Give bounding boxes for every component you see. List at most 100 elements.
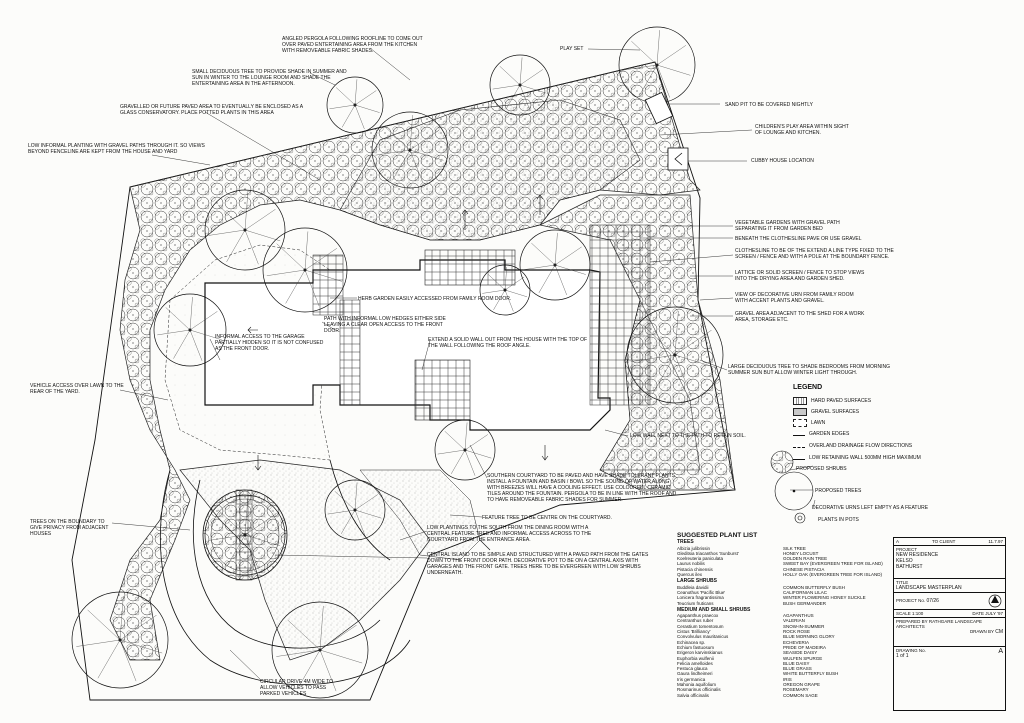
tree-spoke: [157, 329, 191, 336]
project-label: PROJECT: [896, 547, 918, 552]
proposed-trees: [71, 26, 724, 699]
trees-common: SILK TREE HONEY LOCUST GOLDEN RAIN TREE …: [783, 545, 883, 578]
tree-spoke: [493, 289, 506, 310]
tree-spoke: [492, 84, 521, 90]
tree-spoke: [189, 329, 203, 361]
legend-item: GRAVEL SURFACES: [793, 408, 859, 416]
note-clothesline-paving: BENEATH THE CLOTHESLINE PAVE OR USE GRAV…: [735, 236, 862, 242]
tree-spoke: [531, 242, 556, 266]
gravel-swatch: [793, 408, 807, 416]
legend-label: LOW RETAINING WALL 500mm HIGH MAXIMUM: [809, 455, 921, 461]
drawing-title: LANDSCAPE MASTERPLAN: [896, 585, 962, 591]
tree-spoke: [504, 289, 528, 297]
note-trees-boundary: TREES ON THE BOUNDARY TO GIVE PRIVACY FR…: [30, 519, 109, 537]
tree-spoke: [189, 311, 218, 331]
tree-spoke: [538, 264, 556, 293]
project-no: 07/26: [926, 598, 939, 604]
note-low-plantings-south: LOW PLANTINGS TO THE SOUTH FROM THE DINI…: [427, 525, 592, 543]
tree-spoke: [354, 79, 358, 106]
note-deciduous-tree: SMALL DECIDUOUS TREE TO PROVIDE SHADE IN…: [192, 69, 347, 87]
revision-date: 11.7.97: [988, 539, 1003, 544]
note-low-planting: LOW INFORMAL PLANTING WITH GRAVEL PATHS …: [28, 143, 205, 155]
drawing-no-row: DRAWING No.1 of 1 A: [894, 647, 1005, 660]
date: JULY '97: [985, 611, 1003, 616]
tree-spoke: [208, 534, 246, 541]
tree-spoke: [304, 231, 309, 271]
tree-spoke: [519, 57, 523, 86]
circular-drive: [159, 459, 411, 686]
tree-spoke: [217, 509, 246, 536]
tree-spoke: [519, 84, 531, 111]
note-lattice: LATTICE OR SOLID SCREEN / FENCE TO STOP …: [735, 270, 865, 282]
legend-proposed-trees: PROPOSED TREES: [815, 488, 862, 494]
tree-spoke: [189, 329, 222, 340]
tree-spoke: [464, 434, 488, 451]
tree-spoke: [506, 84, 521, 109]
tree-spoke: [329, 104, 356, 109]
plant-list: SUGGESTED PLANT LIST TREES Albizia julib…: [677, 532, 887, 698]
prepared-by-row: PREPARED BY RATHGARE LANDSCAPE ARCHITECT…: [894, 618, 1005, 647]
tree-spoke: [297, 649, 321, 689]
tree-spoke: [341, 104, 356, 128]
tree-spoke: [631, 354, 676, 362]
tree-spoke: [354, 104, 365, 130]
tree-spoke: [327, 509, 356, 515]
trees-heading: TREES: [677, 539, 694, 546]
note-feature-tree: FEATURE TREE TO BE CENTRE ON THE COURTYA…: [482, 515, 612, 521]
legend-item: OVERLAND DRAINAGE FLOW DIRECTIONS: [793, 443, 912, 449]
tree-spoke: [244, 514, 276, 536]
note-pergola: ANGLED PERGOLA FOLLOWING ROOFLINE TO COM…: [282, 36, 423, 54]
tree-spoke: [354, 90, 377, 106]
tree-spoke: [656, 45, 686, 66]
tree-spoke: [642, 324, 676, 356]
tree: [262, 227, 348, 313]
tree-spoke: [165, 307, 191, 331]
legend-label: HARD PAVED SURFACES: [811, 398, 872, 404]
note-decorative-urn: VIEW OF DECORATIVE URN FROM FAMILY ROOM …: [735, 292, 854, 304]
medium-common: AGAPANTHUS VALERIAN SNOW-IN-SUMMER ROCK …: [783, 613, 839, 698]
note-informal-access: INFORMAL ACCESS TO THE GARAGE PARTIALLY …: [215, 334, 324, 352]
drawn-by: CM: [995, 629, 1003, 635]
tree-spoke: [622, 64, 658, 71]
issue: A: [998, 648, 1003, 655]
legend-label: OVERLAND DRAINAGE FLOW DIRECTIONS: [809, 443, 913, 449]
tree-spoke: [334, 491, 356, 511]
medium-shrubs-heading: MEDIUM AND SMALL SHRUBS: [677, 606, 751, 613]
tree-spoke: [554, 246, 582, 266]
scale-label: SCALE: [896, 611, 911, 616]
tree-spoke: [464, 449, 476, 476]
tree-spoke: [119, 595, 124, 641]
note-herb-garden: HERB GARDEN EASILY ACCESSED FROM FAMILY …: [358, 296, 512, 302]
tree-spoke: [189, 296, 193, 331]
tree-spoke: [285, 269, 306, 304]
tree-spoke: [244, 534, 281, 547]
tree-spoke: [336, 87, 356, 106]
project-suburb: KELSO: [896, 558, 913, 564]
note-gravel-shed: GRAVEL AREA ADJACENT TO THE SHED FOR A W…: [735, 311, 865, 323]
tree-spoke: [523, 264, 556, 270]
drawing-no-label: DRAWING No.: [896, 648, 926, 653]
tree-spoke: [319, 649, 337, 692]
tree-spoke: [226, 229, 246, 262]
drainage-arrows: [247, 194, 549, 551]
tree-spoke: [341, 509, 356, 534]
tree-spoke: [464, 449, 492, 459]
note-path-hedges: PATH WITH INFORMAL LOW HEDGES EITHER SID…: [324, 316, 446, 334]
prepared-by: RATHGARE LANDSCAPE ARCHITECTS: [896, 619, 983, 629]
tree-spoke: [244, 534, 259, 570]
tree-spoke: [304, 269, 342, 282]
tree-spoke: [451, 449, 466, 474]
tree-spoke: [554, 232, 558, 266]
plant-list-title: SUGGESTED PLANT LIST: [677, 532, 758, 539]
tree: [371, 111, 449, 189]
tree-spoke: [554, 264, 586, 275]
note-vehicle-access: VEHICLE ACCESS OVER LAWN TO THE REAR OF …: [30, 383, 124, 395]
tree-spoke: [244, 229, 259, 265]
date-label: DATE: [972, 611, 985, 616]
legend-label: LAWN: [811, 420, 826, 426]
note-low-wall: LOW WALL NEXT TO THE PATH TO RETAIN SOIL…: [630, 433, 746, 439]
tree-spoke: [276, 243, 306, 271]
tree-spoke: [519, 69, 543, 86]
tree-spoke: [97, 639, 121, 679]
project-town: BATHURST: [896, 564, 923, 570]
